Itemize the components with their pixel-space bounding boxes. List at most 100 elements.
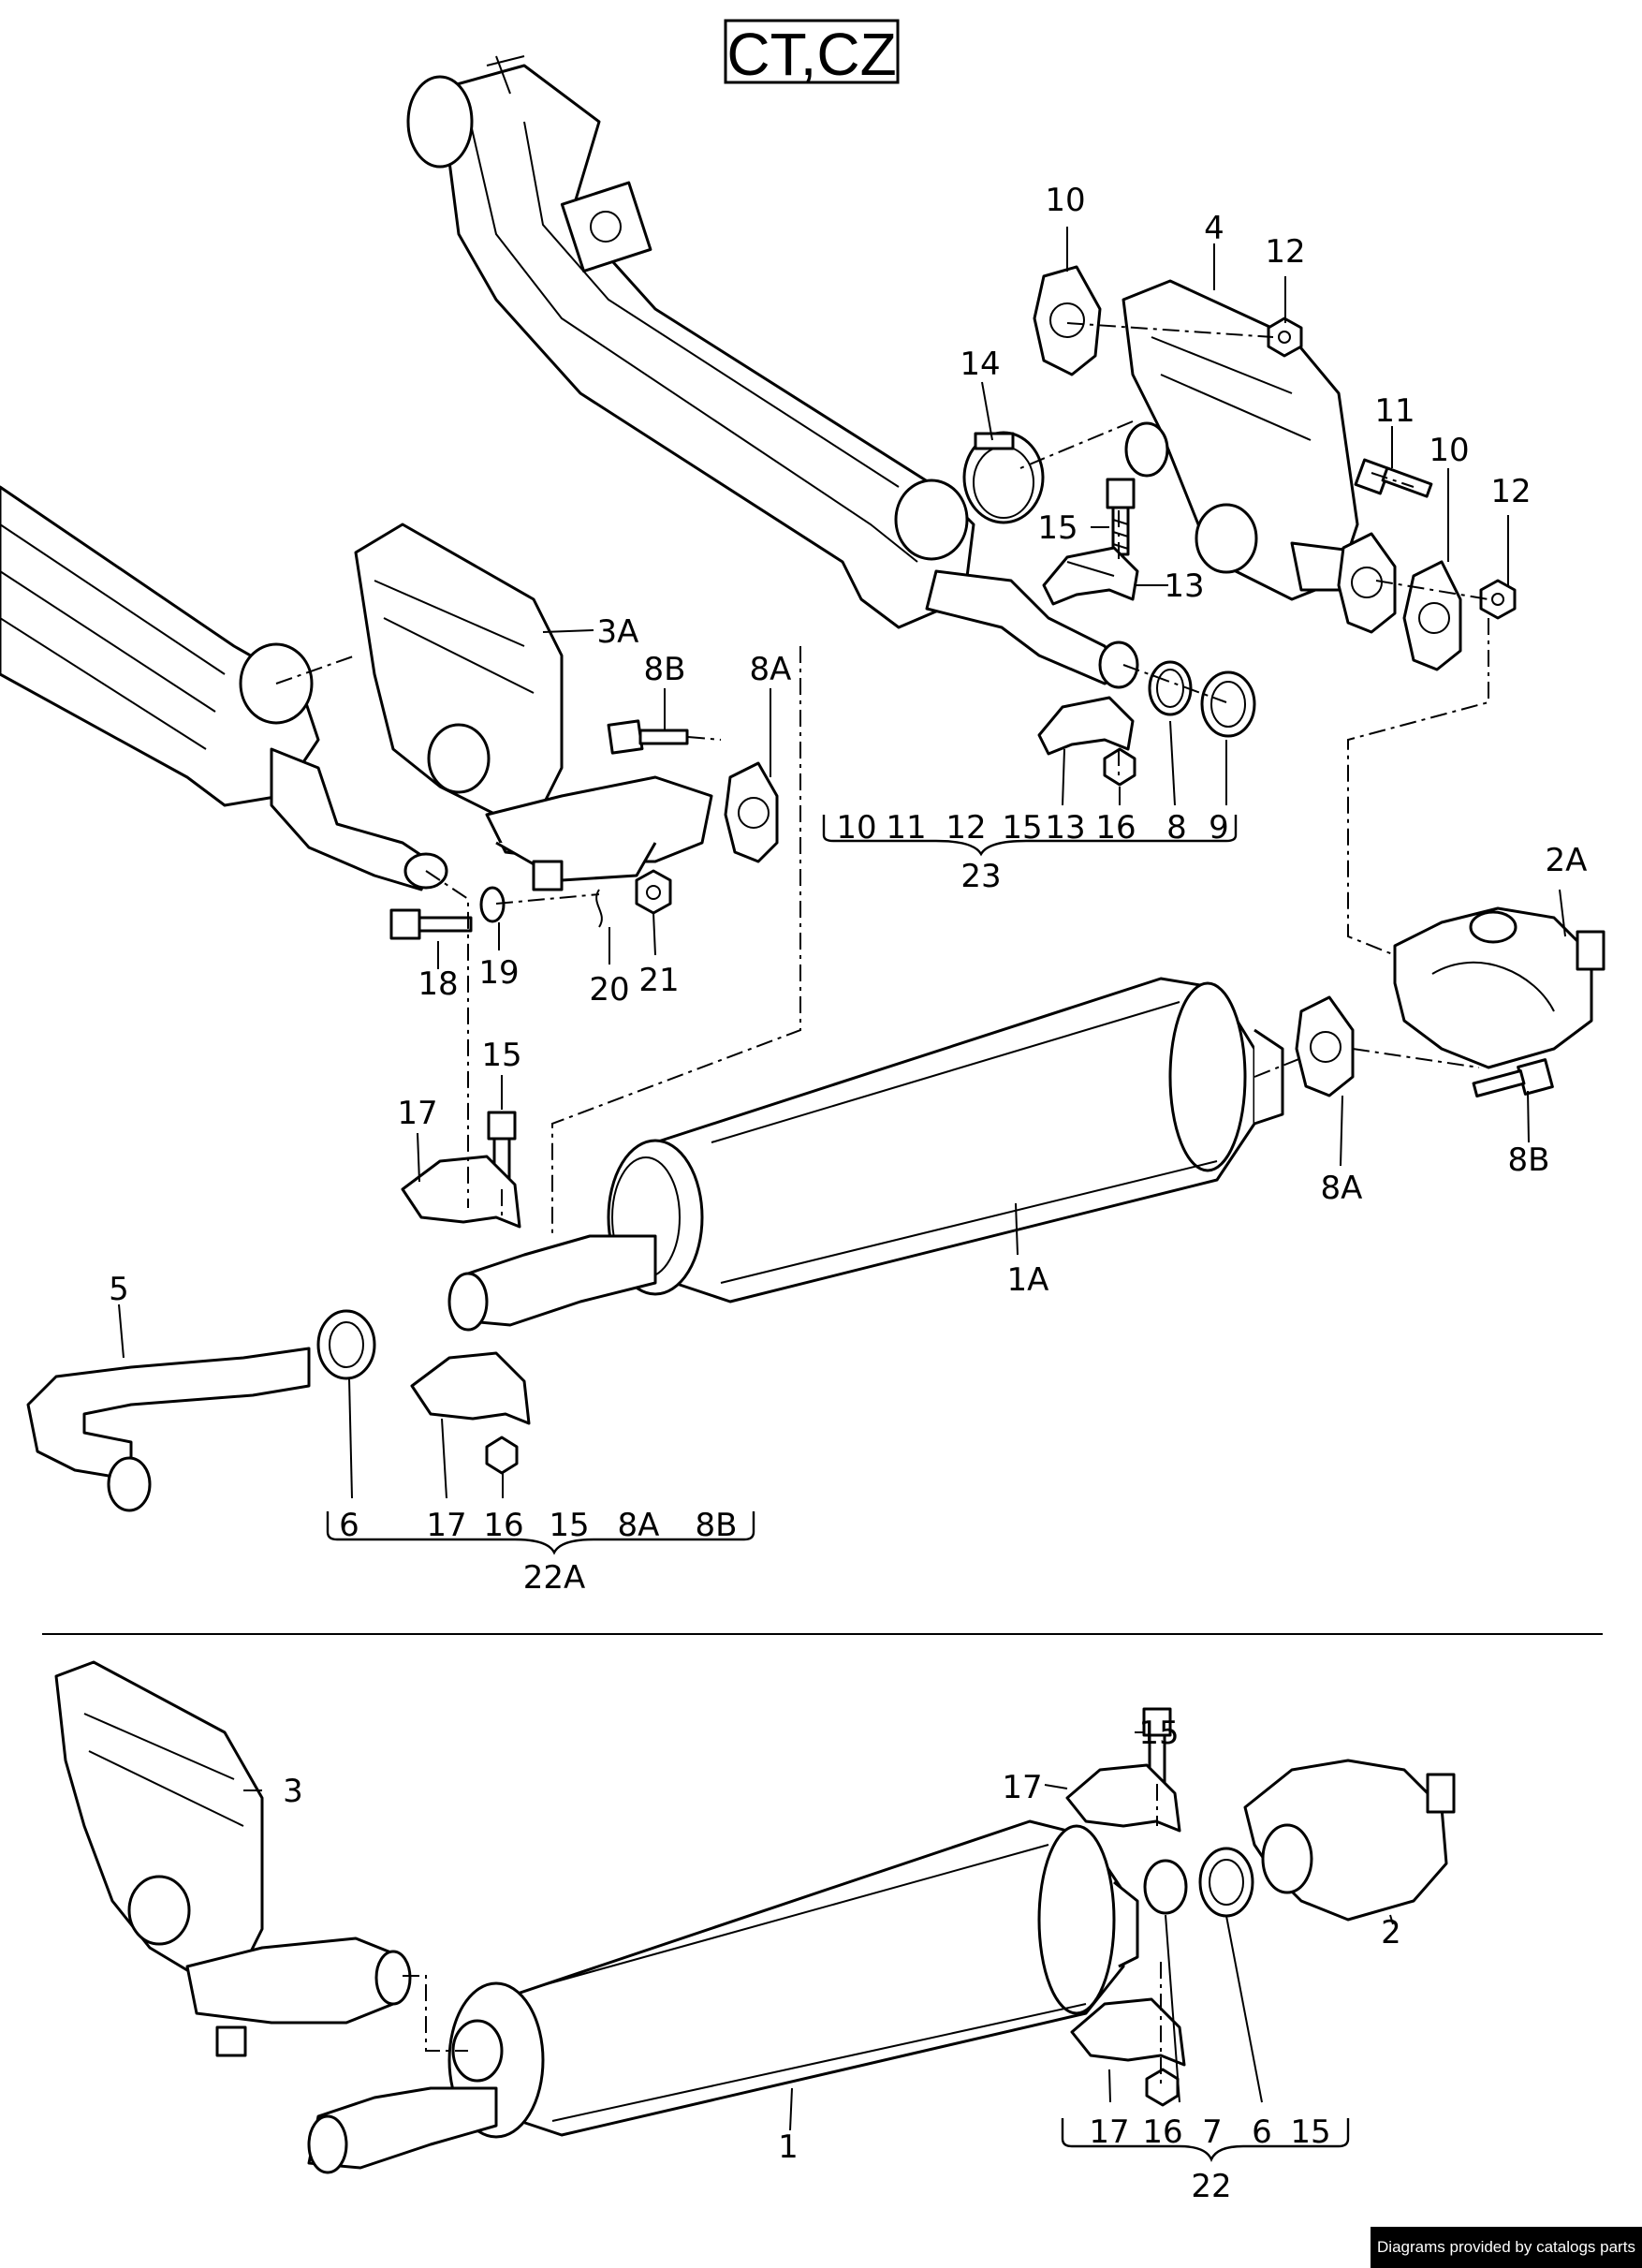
nut-16-mid [485, 1436, 519, 1475]
callout-8b-lower: 8B [1508, 1141, 1550, 1179]
ring-7 [1143, 1859, 1188, 1915]
bolt-11 [1354, 458, 1433, 498]
kit22a-item-3: 16 [483, 1507, 523, 1544]
clamp-14 [962, 431, 1045, 524]
heat-exchanger-3 [54, 1660, 412, 2057]
callout-12-upper: 12 [1265, 233, 1305, 271]
central-heat-exchanger [406, 55, 1139, 689]
seal-ring-9 [1200, 670, 1256, 738]
seal-ring-6-lower [1198, 1847, 1254, 1918]
kit23-item-6: 16 [1095, 809, 1136, 847]
left-heat-exchanger-3a [0, 485, 713, 891]
callout-15-mid: 15 [481, 1037, 521, 1074]
tail-hose-5 [26, 1347, 311, 1512]
kit23-name: 23 [960, 858, 1001, 895]
engine-code-text: CT,CZ [726, 21, 896, 88]
leader-lines [118, 227, 1566, 2131]
callout-21: 21 [638, 962, 679, 999]
assembly-lines [275, 322, 1489, 2088]
heat-exchanger-4 [1122, 279, 1378, 601]
kit22a-item-5: 8A [618, 1507, 660, 1544]
kit23-item-8: 9 [1209, 809, 1229, 847]
kit22-item-5: 15 [1290, 2113, 1330, 2151]
kit22a-item-1: 6 [339, 1507, 359, 1544]
bracket-13-lower [1037, 696, 1135, 756]
kit-bracket-23 [822, 815, 1238, 857]
bracket-17-low [410, 1351, 531, 1425]
kit22-item-1: 17 [1089, 2113, 1129, 2151]
kit23-item-4: 15 [1002, 809, 1042, 847]
kit23-item-1: 10 [836, 809, 876, 847]
bracket-17-mid [401, 1155, 521, 1229]
kit-bracket-22 [1061, 2118, 1350, 2163]
callout-5: 5 [109, 1271, 129, 1308]
seal-ring-8 [1148, 660, 1193, 716]
callout-4: 4 [1204, 210, 1224, 247]
kit-22a-row: 6 17 16 15 8A 8B 22A [339, 1507, 737, 1597]
callout-3: 3 [283, 1773, 303, 1810]
callout-17-mid: 17 [397, 1095, 437, 1132]
kit22-name: 22 [1191, 2168, 1231, 2205]
muffler-1 [307, 1819, 1139, 2174]
engine-code-header: CT,CZ [724, 19, 900, 88]
callout-3a: 3A [597, 613, 639, 651]
nut-12-upper [1267, 317, 1303, 358]
callout-8b-upper: 8B [644, 651, 686, 688]
muffler-1a [447, 977, 1284, 1332]
bracket-17-right-upper [1065, 1763, 1181, 1833]
credit-badge: Diagrams provided by catalogs parts [1371, 2227, 1642, 2268]
kit22-item-3: 7 [1202, 2113, 1223, 2151]
gasket-10-lower [1337, 532, 1462, 671]
tailpipe-2a [1393, 906, 1605, 1069]
kit22a-item-2: 17 [426, 1507, 466, 1544]
nut-21 [635, 869, 672, 915]
callout-10-upper: 10 [1045, 182, 1085, 219]
callout-12-lower: 12 [1490, 473, 1531, 510]
kit22a-item-4: 15 [549, 1507, 589, 1544]
bracket-13-upper [1042, 546, 1139, 606]
callout-8a-right: 8A [1321, 1170, 1363, 1207]
callout-8a-upper: 8A [750, 651, 792, 688]
kit22a-name: 22A [523, 1559, 586, 1597]
seal-ring-6-mid [316, 1309, 376, 1380]
gasket-8a-upper [724, 761, 779, 863]
callout-labels: 10 4 12 14 11 10 12 15 13 3A 8B 8A 2A 18… [109, 182, 1587, 2166]
callout-2: 2 [1381, 1914, 1401, 1951]
bolt-18 [389, 908, 473, 940]
callout-17-lower: 17 [1002, 1769, 1042, 1806]
kit23-item-3: 12 [946, 809, 986, 847]
kit22-item-4: 6 [1252, 2113, 1272, 2151]
gasket-8a-right [1295, 995, 1355, 1097]
kit23-item-5: 13 [1045, 809, 1085, 847]
bolt-15-upper [1106, 478, 1136, 556]
callout-11: 11 [1374, 392, 1415, 430]
kit-23-row: 10 11 12 15 13 16 8 9 23 [836, 809, 1228, 895]
callout-19: 19 [478, 954, 519, 992]
callout-1: 1 [778, 2128, 799, 2166]
callout-10-lower: 10 [1429, 432, 1469, 469]
callout-15-lower: 15 [1138, 1715, 1179, 1752]
callout-15-upper: 15 [1037, 509, 1078, 547]
spring-washer-20 [595, 889, 603, 928]
kit-22-row: 17 16 7 6 15 22 [1089, 2113, 1330, 2205]
callout-14: 14 [960, 346, 1000, 383]
bracket-17-right-lower [1070, 1997, 1186, 2067]
callout-2a: 2A [1546, 842, 1588, 879]
gasket-10-upper [1033, 265, 1102, 376]
callout-20: 20 [589, 971, 629, 1009]
kit22a-item-6: 8B [696, 1507, 738, 1544]
washer-19 [479, 886, 506, 923]
bolt-8b-upper [607, 719, 689, 755]
callout-18: 18 [418, 965, 458, 1003]
callout-13-upper: 13 [1164, 567, 1204, 605]
tailpipe-2 [1243, 1759, 1456, 1922]
nut-12-lower [1479, 579, 1517, 620]
nut-16-lower [1145, 2068, 1180, 2107]
kit23-item-7: 8 [1166, 809, 1187, 847]
kit23-item-2: 11 [886, 809, 926, 847]
callout-1a: 1A [1007, 1261, 1049, 1299]
bolt-8b-lower [1472, 1058, 1554, 1097]
kit22-item-2: 16 [1142, 2113, 1182, 2151]
kit-bracket-22a [326, 1511, 755, 1555]
